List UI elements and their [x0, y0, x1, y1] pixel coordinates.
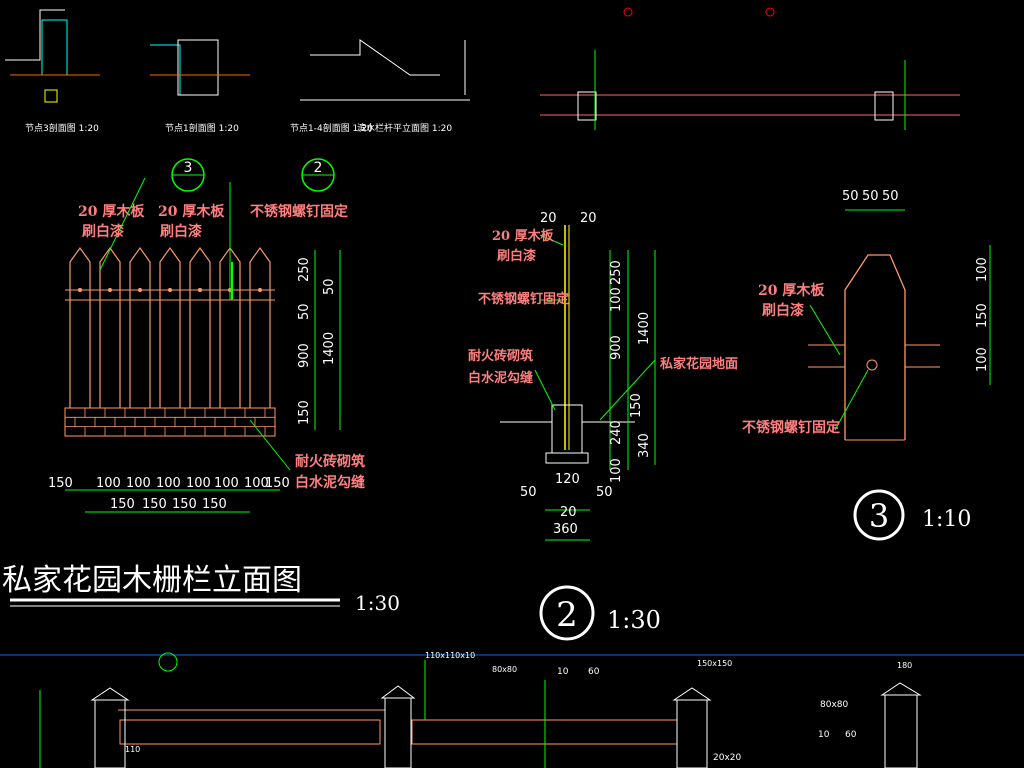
s2-dim-340: 340 — [637, 433, 652, 458]
dim-1400: 1400 — [322, 332, 337, 365]
callout-2-number: 2 — [314, 160, 323, 176]
note-base-2: 白水泥勾缝 — [295, 474, 365, 491]
s2-dim-240: 240 — [609, 420, 624, 445]
b-dim-9: 60 — [845, 730, 857, 740]
section-2-drawing — [500, 225, 656, 541]
s2-note-screw: 不锈钢螺钉固定 — [478, 291, 569, 307]
b-dim-4: 60 — [588, 667, 600, 677]
page-title: 私家花园木栅栏立面图 — [2, 563, 302, 598]
note-base-1: 耐火砖砌筑 — [295, 453, 365, 470]
d3-dim-150: 150 — [975, 303, 990, 328]
elevation-dim-row1: 100 — [126, 476, 151, 491]
s2-dim-120: 120 — [555, 472, 580, 487]
b-dim-8: 10 — [818, 730, 830, 740]
fence-picket — [189, 246, 211, 408]
elevation-dim-row2: 150 — [142, 497, 167, 512]
elevation-bottom-dims-row2: 150 150 150 150 — [110, 497, 227, 512]
section-2-badge — [539, 585, 595, 641]
d3-dim-50a: 50 — [842, 189, 859, 204]
d3-dim-50c: 50 — [882, 189, 899, 204]
section-2-number: 2 — [556, 595, 578, 635]
elevation-dim-row1: 150 — [48, 476, 73, 491]
s2-dim-top-1: 20 — [540, 211, 557, 226]
elevation-dim-row2: 150 — [172, 497, 197, 512]
b-dim-5: 150x150 — [697, 659, 732, 668]
s2-note-base-1: 耐火砖砌筑 — [468, 348, 533, 364]
fence-picket — [129, 246, 151, 408]
top-strip — [5, 7, 960, 130]
s2-dim-100: 100 — [609, 287, 624, 312]
d3-note-screw: 不锈钢螺钉固定 — [742, 419, 840, 436]
s2-note-ground: 私家花园地面 — [660, 356, 738, 372]
s2-note-board-1: 20 厚木板 — [492, 228, 555, 244]
b-dim-6: 180 — [897, 661, 912, 670]
elevation-dim-row2: 150 — [202, 497, 227, 512]
s2-dim-50a: 50 — [520, 485, 537, 500]
dim-50a: 50 — [322, 278, 337, 295]
detail-3-badge — [853, 489, 905, 541]
b-dim-11: 110 — [125, 745, 140, 754]
s2-note-board-2: 刷白漆 — [497, 248, 536, 264]
s2-dim-150: 150 — [629, 393, 644, 418]
elevation-dim-row1: 100 — [186, 476, 211, 491]
d3-note-board-2: 刷白漆 — [762, 302, 804, 319]
fence-picket — [69, 246, 91, 408]
dim-250: 250 — [297, 257, 312, 282]
detail-3-drawing — [808, 209, 991, 441]
label-node3: 节点3剖面图 1:20 — [25, 122, 99, 134]
elevation-dim-row2: 150 — [110, 497, 135, 512]
detail-3-number: 3 — [869, 497, 889, 535]
b-dim-7: 80x80 — [820, 700, 849, 710]
d3-dim-100b: 100 — [975, 347, 990, 372]
b-dim-1: 110x110x10 — [425, 651, 475, 660]
b-dim-2: 80x80 — [492, 665, 517, 674]
label-railing: 滨水栏杆平立面图 1:20 — [357, 122, 452, 134]
elevation-dim-row1: 100 — [156, 476, 181, 491]
b-dim-10: 20x20 — [713, 753, 742, 763]
label-node14: 节点1-4剖面图 1:20 — [290, 122, 373, 134]
s2-dim-20: 20 — [560, 505, 577, 520]
fence-picket — [249, 246, 271, 408]
s2-dim-1400: 1400 — [637, 312, 652, 345]
elevation-dim-row1: 100 — [214, 476, 239, 491]
elevation-dim-row1: 150 — [265, 476, 290, 491]
d3-dim-50b: 50 — [862, 189, 879, 204]
note-board-2a: 20 厚木板 — [158, 203, 225, 220]
callout-3-number: 3 — [184, 160, 193, 176]
elevation-dim-row1: 100 — [96, 476, 121, 491]
b-dim-3: 10 — [557, 667, 569, 677]
dim-150v: 150 — [297, 400, 312, 425]
s2-dim-top-2: 20 — [580, 211, 597, 226]
note-board-2b: 刷白漆 — [160, 223, 202, 240]
section-2-scale: 1:30 — [607, 606, 661, 634]
fence-elevation — [64, 177, 341, 513]
fence-picket — [159, 246, 181, 408]
d3-dim-100a: 100 — [975, 257, 990, 282]
s2-note-base-2: 白水泥勾缝 — [468, 370, 533, 386]
note-screw: 不锈钢螺钉固定 — [250, 203, 348, 220]
note-board-1b: 刷白漆 — [82, 223, 124, 240]
fence-picket — [99, 246, 121, 408]
s2-dim-360: 360 — [553, 522, 578, 537]
label-node1: 节点1剖面图 1:20 — [165, 122, 239, 134]
dim-50b: 50 — [297, 303, 312, 320]
dim-900: 900 — [297, 343, 312, 368]
elevation-dim-row1: 100 — [244, 476, 269, 491]
bottom-elevation — [0, 652, 1024, 768]
detail-3-scale: 1:10 — [922, 507, 971, 532]
note-board-1a: 20 厚木板 — [78, 203, 145, 220]
title-scale: 1:30 — [355, 591, 400, 615]
s2-dim-100b: 100 — [609, 458, 624, 483]
s2-dim-50b: 50 — [596, 485, 613, 500]
s2-dim-250: 250 — [609, 260, 624, 285]
s2-dim-900: 900 — [609, 335, 624, 360]
d3-note-board-1: 20 厚木板 — [758, 282, 825, 299]
